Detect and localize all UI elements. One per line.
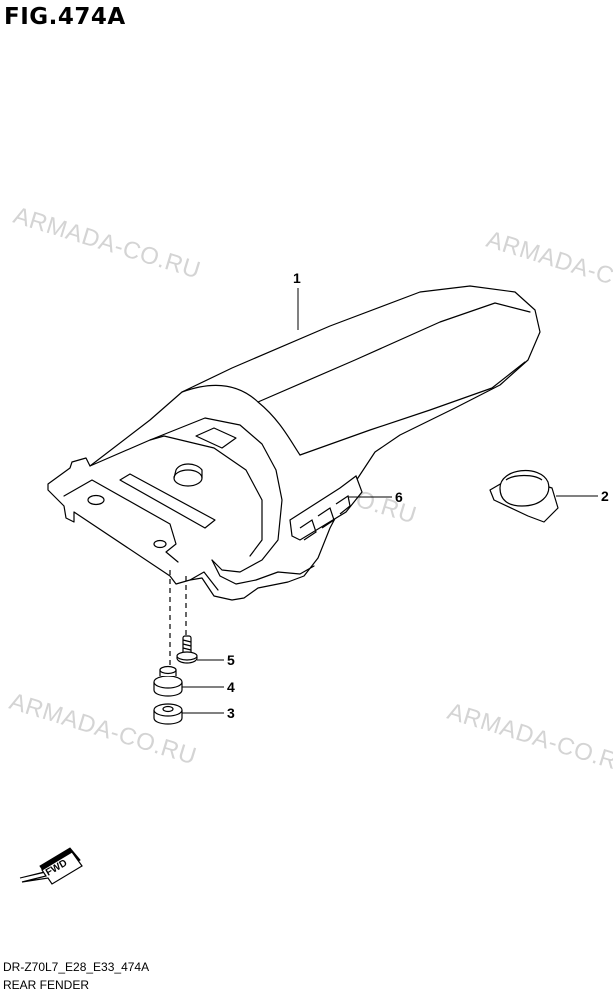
watermark-5: ARMADA-CO.RU bbox=[444, 698, 613, 781]
leader-lines bbox=[182, 288, 598, 714]
figure-code: DR-Z70L7_E28_E33_474A bbox=[3, 960, 150, 974]
callout-4: 4 bbox=[227, 679, 235, 695]
figure-name: REAR FENDER bbox=[3, 978, 90, 992]
callout-numbers: 1 2 3 4 5 6 bbox=[227, 270, 609, 721]
fender-side-ridge bbox=[299, 361, 526, 456]
watermark-1: ARMADA-CO.RU bbox=[10, 202, 203, 285]
figure-title: FIG.474A bbox=[4, 4, 126, 30]
fender-pocket bbox=[195, 427, 237, 449]
rear-fender bbox=[47, 285, 541, 601]
label-6 bbox=[289, 475, 363, 541]
watermark-4: ARMADA-CO.RU bbox=[6, 688, 199, 771]
mount-hole-left bbox=[87, 494, 105, 506]
callout-6: 6 bbox=[395, 489, 403, 505]
callout-3: 3 bbox=[227, 705, 235, 721]
callout-2: 2 bbox=[601, 488, 609, 504]
callout-1: 1 bbox=[293, 270, 301, 286]
mount-hole-right bbox=[153, 539, 167, 549]
fender-inner-wall bbox=[149, 435, 263, 557]
fender-skirt bbox=[211, 559, 315, 585]
collar-4 bbox=[153, 665, 183, 697]
cushion-2 bbox=[489, 469, 559, 523]
callout-5: 5 bbox=[227, 652, 235, 668]
fender-top-ridge bbox=[257, 302, 531, 403]
fwd-arrow-icon: FWD bbox=[19, 847, 83, 885]
nut-3 bbox=[153, 703, 183, 725]
fender-outline bbox=[47, 285, 541, 601]
fender-flange bbox=[63, 479, 179, 563]
fender-inner-edge bbox=[89, 417, 283, 573]
bolt-5 bbox=[176, 635, 198, 664]
